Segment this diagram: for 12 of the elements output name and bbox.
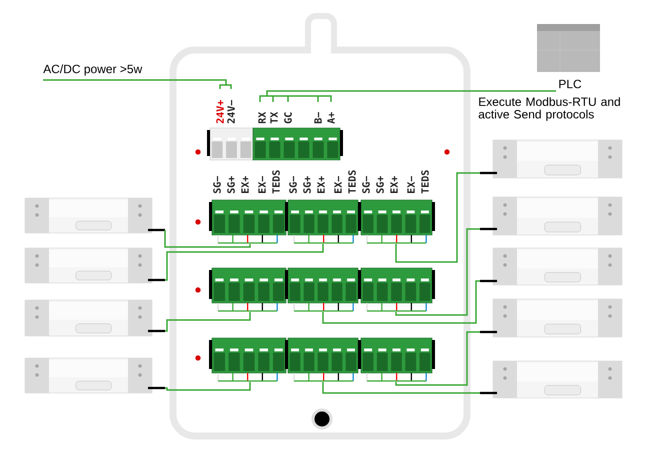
load-cell-drawing — [480, 140, 622, 178]
load-cell-drawing — [24, 300, 165, 336]
power-label: AC/DC power >5w — [43, 64, 142, 76]
load-cell-drawing — [480, 248, 622, 286]
load-cell-drawing — [24, 198, 165, 234]
description-text: Execute Modbus-RTU and active Send protocols — [478, 97, 620, 121]
load-cell-drawing — [480, 196, 622, 236]
load-cell-drawing — [24, 358, 165, 394]
device-label: PLC — [559, 80, 582, 88]
load-cell-drawing — [480, 360, 622, 398]
load-cell-drawing — [24, 248, 165, 284]
load-cell-drawing — [480, 298, 622, 338]
